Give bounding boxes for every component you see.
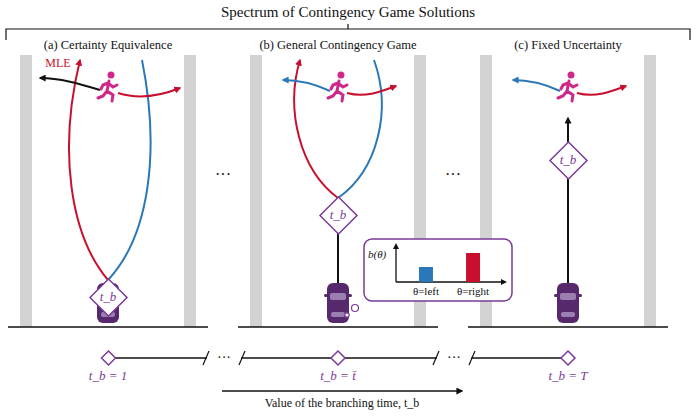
node-label: t_b = 1 [89, 369, 127, 383]
bracket [6, 24, 690, 40]
axis-gap [437, 350, 471, 366]
pedestrian-head [568, 72, 575, 79]
node-label: t_b = t̄ [320, 369, 356, 383]
axis-marker: t_b = 1 [87, 350, 130, 385]
branch-diamond: t_b [549, 141, 588, 180]
pedestrian-icon [558, 72, 577, 102]
pedestrian-body [328, 81, 347, 101]
node-outline [318, 350, 358, 366]
sidewalk [644, 55, 656, 327]
car-window [331, 312, 345, 317]
road-edge [238, 326, 438, 328]
node-outline [546, 350, 590, 366]
pedestrian-trajectory [283, 80, 330, 91]
road-surface [20, 55, 196, 327]
sidewalk [184, 55, 196, 327]
category-label: θ=left [413, 285, 439, 297]
pedestrian-body [98, 81, 117, 101]
ego-trajectory [567, 118, 569, 142]
ellipsis: ··· [445, 166, 461, 184]
car-window [561, 312, 575, 317]
car-icon [554, 283, 582, 323]
pedestrian-body [558, 81, 577, 101]
panel-title: (c) Fixed Uncertainty [514, 39, 622, 53]
road-panel [8, 55, 208, 327]
car-body [557, 283, 579, 323]
belief-callout: b(θ) θ=left θ=right [363, 238, 513, 302]
branch-diamond: t_b [319, 196, 358, 235]
pedestrian-trajectory [118, 88, 180, 97]
ellipsis: ··· [215, 166, 231, 184]
diamond-shape [101, 351, 115, 365]
diamond-shape [90, 279, 127, 316]
branch-diamond: t_b [89, 278, 128, 317]
sidewalk [20, 55, 32, 327]
ellipsis: ··· [445, 350, 463, 365]
car-window [560, 293, 576, 300]
pedestrian-icon [98, 72, 117, 102]
pedestrian-head [108, 72, 115, 79]
road-edge [8, 326, 208, 328]
node-label: t_b [100, 290, 117, 304]
thought-bubble [345, 313, 349, 317]
chart-axis [396, 245, 505, 282]
axis-marker: t_b = t̄ [318, 350, 358, 385]
pedestrian-trajectory [577, 86, 626, 95]
callout-box [364, 239, 512, 301]
node-outline [87, 350, 130, 366]
break-mark [203, 351, 245, 365]
axis-gap [207, 350, 241, 366]
node-label: t_b [560, 153, 577, 167]
node-label: t_b [330, 208, 347, 222]
chart-axis-head [393, 243, 399, 249]
diamond-shape [320, 197, 357, 234]
shared-trajectory [337, 232, 339, 283]
belief-bar [466, 253, 480, 282]
diamond-shape [561, 351, 575, 365]
direction-arrow [222, 390, 462, 392]
pedestrian-icon [328, 72, 347, 102]
diamond-shape [331, 351, 345, 365]
ego-trajectory [69, 60, 108, 280]
pedestrian-head [338, 72, 345, 79]
trajectory-label: MLE [43, 57, 72, 70]
sidewalk [250, 55, 262, 327]
thought-bubble [352, 305, 359, 312]
panel-title: (a) Certainty Equivalence [44, 39, 172, 53]
pedestrian-trajectory [513, 80, 560, 91]
pedestrian-trajectory [40, 78, 100, 90]
chart-axis-head [501, 279, 507, 285]
car-window [330, 293, 346, 300]
axis-marker: t_b = T [546, 350, 590, 385]
axis-label: b(θ) [368, 248, 386, 260]
road-edge [468, 326, 668, 328]
belief-bar [419, 267, 433, 282]
car-body [327, 283, 349, 323]
category-label: θ=right [457, 285, 489, 297]
axis-caption: Value of the branching time, t_b [265, 397, 420, 410]
ellipsis: ··· [215, 350, 233, 365]
pedestrian-trajectory [347, 86, 396, 95]
node-label: t_b = T [548, 369, 587, 383]
figure-title: Spectrum of Contingency Game Solutions [221, 4, 475, 21]
axis-break [203, 350, 245, 366]
break-mark [433, 351, 475, 365]
shared-trajectory [567, 178, 569, 283]
panel-title: (b) General Contingency Game [259, 39, 416, 53]
diamond-shape [550, 142, 587, 179]
car-body [97, 283, 119, 323]
car-icon [324, 283, 352, 323]
axis-break [433, 350, 475, 366]
